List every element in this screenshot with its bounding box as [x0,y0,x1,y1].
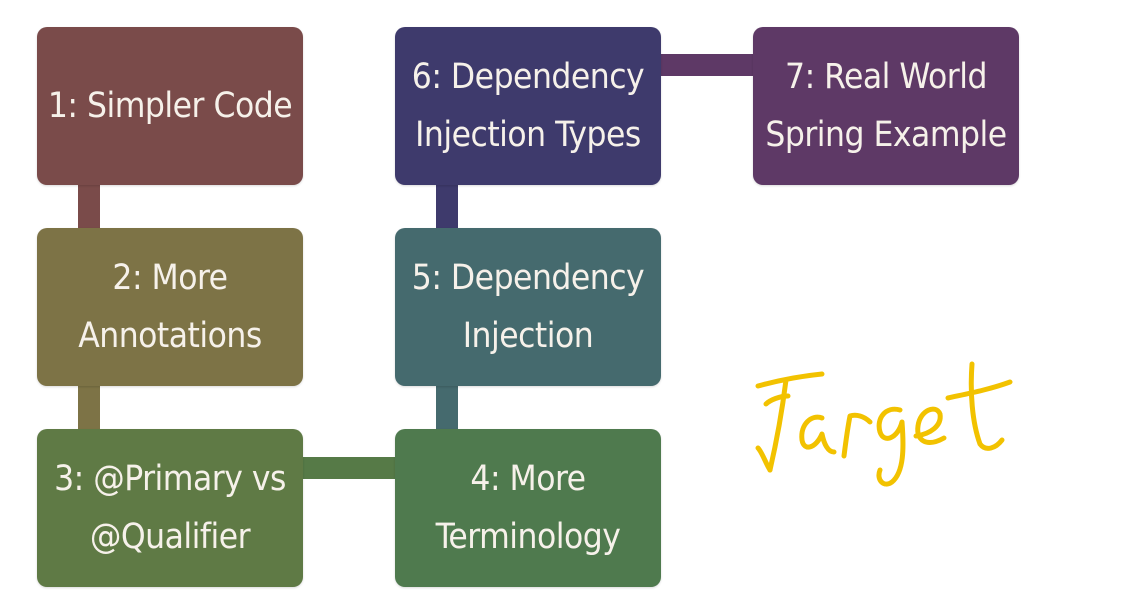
connector-3-4 [302,457,396,479]
connector-4-5 [436,385,458,431]
step-1-label: 1: Simpler Code [47,86,293,126]
step-4-box: 4: More Terminology [395,429,661,587]
step-5-box: 5: Dependency Injection [395,228,661,386]
connector-6-7 [660,54,754,76]
step-4-label: 4: More Terminology [435,459,621,557]
step-2-box: 2: More Annotations [37,228,303,386]
connector-5-6 [436,184,458,230]
connector-1-2 [78,184,100,230]
step-5-label: 5: Dependency Injection [411,258,645,356]
step-1-box: 1: Simpler Code [37,27,303,185]
step-6-box: 6: Dependency Injection Types [395,27,661,185]
step-7-label: 7: Real World Spring Example [765,57,1007,155]
step-3-label: 3: @Primary vs @Qualifier [54,459,286,557]
step-6-label: 6: Dependency Injection Types [411,57,645,155]
step-7-box: 7: Real World Spring Example [753,27,1019,185]
handwritten-target-annotation [755,361,1013,487]
connector-2-3 [78,385,100,431]
step-3-box: 3: @Primary vs @Qualifier [37,429,303,587]
step-2-label: 2: More Annotations [78,258,262,356]
